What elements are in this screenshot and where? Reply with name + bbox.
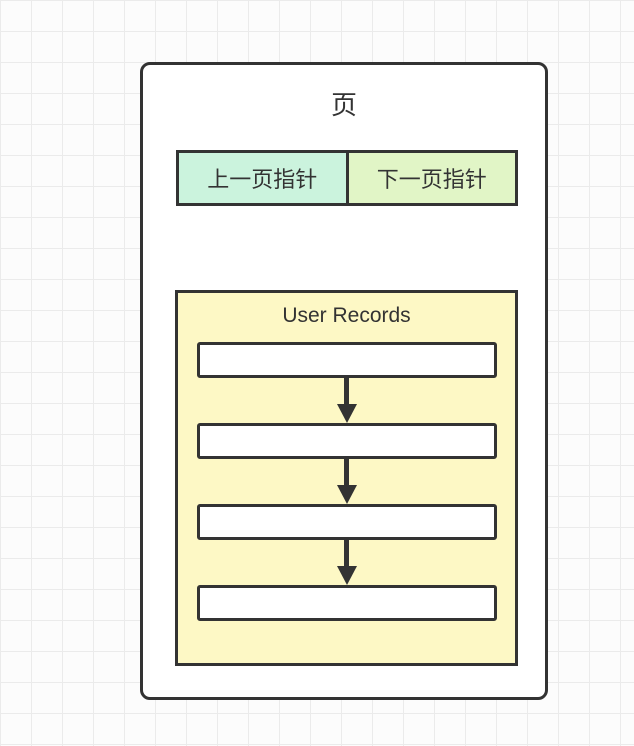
user-records-box: User Records	[175, 290, 518, 666]
arrow-stem	[344, 540, 349, 566]
record-row	[196, 423, 497, 459]
page-title: 页	[330, 90, 357, 120]
down-arrow-icon	[336, 378, 357, 423]
records-list	[178, 342, 515, 621]
user-records-title: User Records	[282, 304, 411, 327]
arrow-head	[336, 485, 357, 504]
arrow-head	[336, 404, 357, 423]
next-page-pointer-cell: 下一页指针	[345, 150, 518, 206]
record-row	[196, 504, 497, 540]
down-arrow-icon	[336, 459, 357, 504]
next-page-pointer-label: 下一页指针	[376, 167, 487, 192]
arrow-head	[336, 566, 357, 585]
arrow-stem	[344, 378, 349, 404]
record-row	[196, 342, 497, 378]
prev-page-pointer-cell: 上一页指针	[176, 150, 349, 206]
pointer-row: 上一页指针 下一页指针	[176, 150, 518, 206]
page-box: 页 上一页指针 下一页指针 User Records	[140, 62, 548, 700]
down-arrow-icon	[336, 540, 357, 585]
record-row	[196, 585, 497, 621]
arrow-stem	[344, 459, 349, 485]
prev-page-pointer-label: 上一页指针	[207, 167, 318, 192]
